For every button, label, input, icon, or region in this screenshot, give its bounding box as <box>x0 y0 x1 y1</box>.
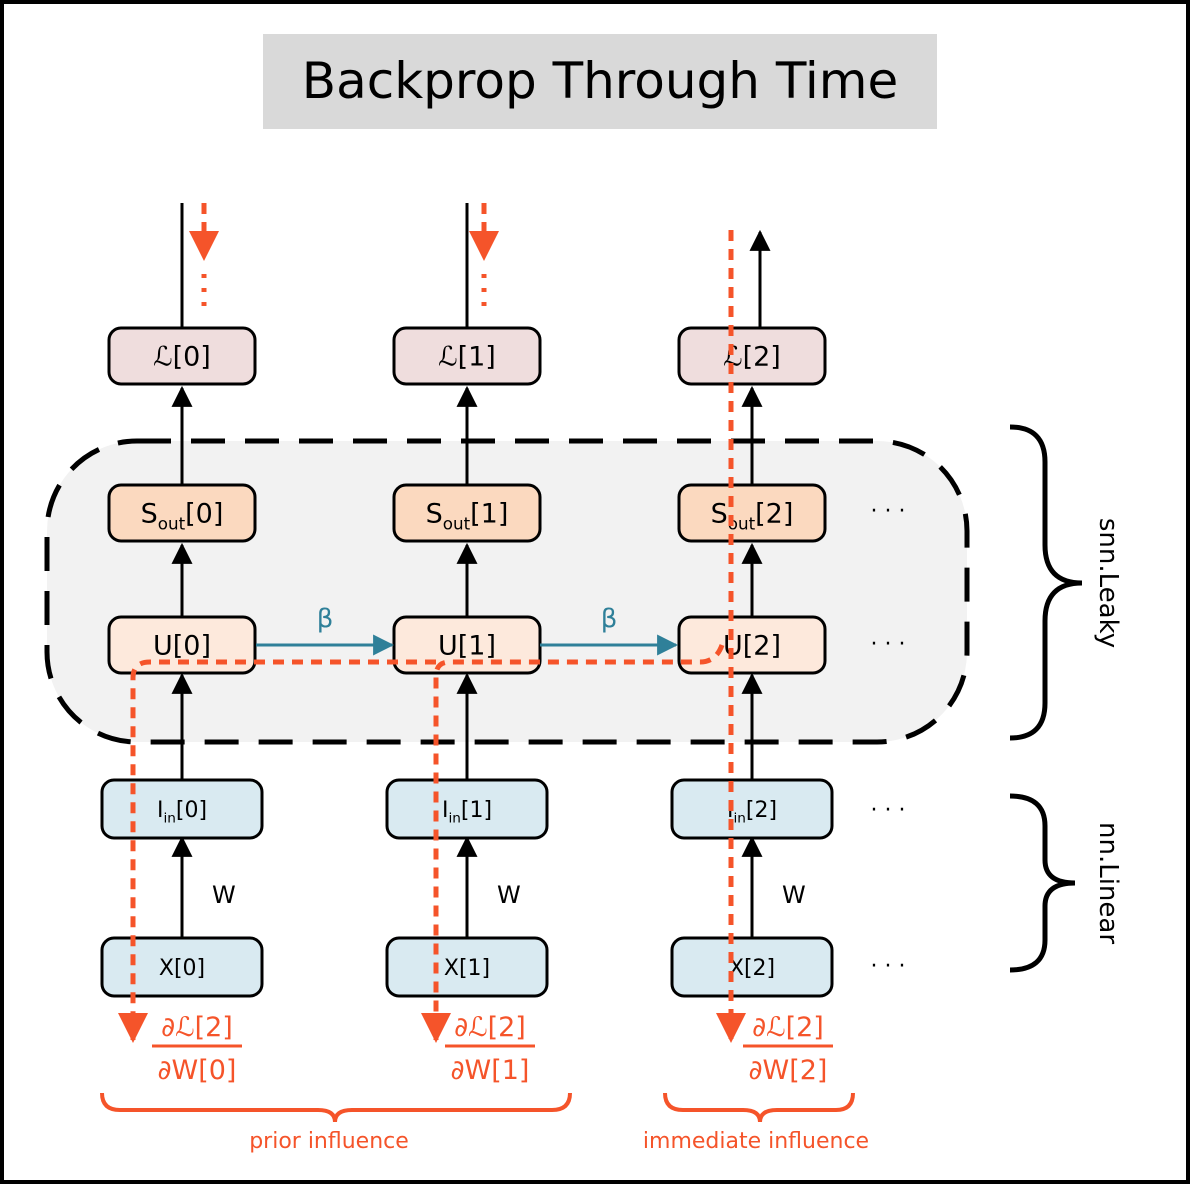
loss-box-0: ℒ[0] <box>107 326 257 386</box>
input-box-2: X[2] <box>670 936 834 998</box>
leaky-brace <box>1009 424 1083 741</box>
leaky-label: snn.Leaky <box>1093 518 1123 648</box>
current-in-box-0: Iin[0] <box>100 778 264 840</box>
title-banner <box>263 34 937 129</box>
grad-numerator-1: ∂ℒ[2] <box>454 1012 526 1043</box>
diagram-title: Backprop Through Time <box>302 52 898 110</box>
immediate-influence-label: immediate influence <box>643 1129 869 1154</box>
weight-label-0: W <box>212 881 236 909</box>
linear-label: nn.Linear <box>1093 822 1123 944</box>
membrane-box-label-0: U[0] <box>153 631 211 662</box>
membrane-box-0: U[0] <box>107 615 257 675</box>
timestep-0: ℒ[0] Sout[0] U[0] Iin[0] X[0] W <box>100 203 264 998</box>
loss-box-2: ℒ[2] <box>677 326 827 386</box>
spike-out-box-1: Sout[1] <box>392 483 542 543</box>
ellipsis-input: · · · <box>871 954 906 979</box>
input-box-label-1: X[1] <box>444 956 490 981</box>
weight-label-2: W <box>782 881 806 909</box>
grad-denominator-1: ∂W[1] <box>451 1055 530 1086</box>
current-in-box-label-1: Iin[1] <box>442 798 492 827</box>
spike-out-box-label-2: Sout[2] <box>711 499 794 534</box>
input-box-1: X[1] <box>385 936 549 998</box>
membrane-box-label-1: U[1] <box>438 631 496 662</box>
spike-out-box-label-0: Sout[0] <box>141 499 224 534</box>
gradient-dots <box>201 274 487 312</box>
beta-label-1: β <box>601 604 618 634</box>
current-in-box-1: Iin[1] <box>385 778 549 840</box>
spike-out-box-0: Sout[0] <box>107 483 257 543</box>
ellipsis-current: · · · <box>871 798 906 823</box>
gradient-paths <box>118 203 746 1043</box>
gradient-fraction-0: ∂ℒ[2] ∂W[0] <box>152 1012 242 1086</box>
membrane-box-1: U[1] <box>392 615 542 675</box>
prior-influence-label: prior influence <box>249 1129 409 1154</box>
loss-box-label-0: ℒ[0] <box>153 342 211 373</box>
ellipsis-spike: · · · <box>871 499 906 524</box>
membrane-box-2: U[2] <box>677 615 827 675</box>
spike-out-box-2: Sout[2] <box>677 483 827 543</box>
spike-out-box-label-1: Sout[1] <box>426 499 509 534</box>
grad-numerator-2: ∂ℒ[2] <box>752 1012 824 1043</box>
grad-denominator-0: ∂W[0] <box>158 1055 237 1086</box>
current-in-box-label-0: Iin[0] <box>157 798 207 827</box>
input-box-label-2: X[2] <box>729 956 775 981</box>
input-box-label-0: X[0] <box>159 956 205 981</box>
ellipsis-membrane: · · · <box>871 632 906 657</box>
gradient-fraction-2: ∂ℒ[2] ∂W[2] <box>743 1012 833 1086</box>
immediate-influence-brace <box>663 1092 855 1123</box>
linear-brace <box>1009 793 1076 973</box>
loss-box-1: ℒ[1] <box>392 326 542 386</box>
grad-numerator-0: ∂ℒ[2] <box>161 1012 233 1043</box>
beta-label-0: β <box>317 604 334 634</box>
current-in-box-2: Iin[2] <box>670 778 834 840</box>
loss-box-label-1: ℒ[1] <box>438 342 496 373</box>
timestep-2: ℒ[2] Sout[2] U[2] Iin[2] X[2] W <box>670 229 834 998</box>
grad-denominator-2: ∂W[2] <box>749 1055 828 1086</box>
weight-label-1: W <box>497 881 521 909</box>
input-box-0: X[0] <box>100 936 264 998</box>
grad-path-prior-0 <box>118 659 436 1043</box>
timestep-1: ℒ[1] Sout[1] U[1] Iin[1] X[1] W <box>385 203 549 998</box>
grad-path-prior-1 <box>421 644 725 1043</box>
gradient-fraction-1: ∂ℒ[2] ∂W[1] <box>445 1012 535 1086</box>
prior-influence-brace <box>100 1092 572 1123</box>
